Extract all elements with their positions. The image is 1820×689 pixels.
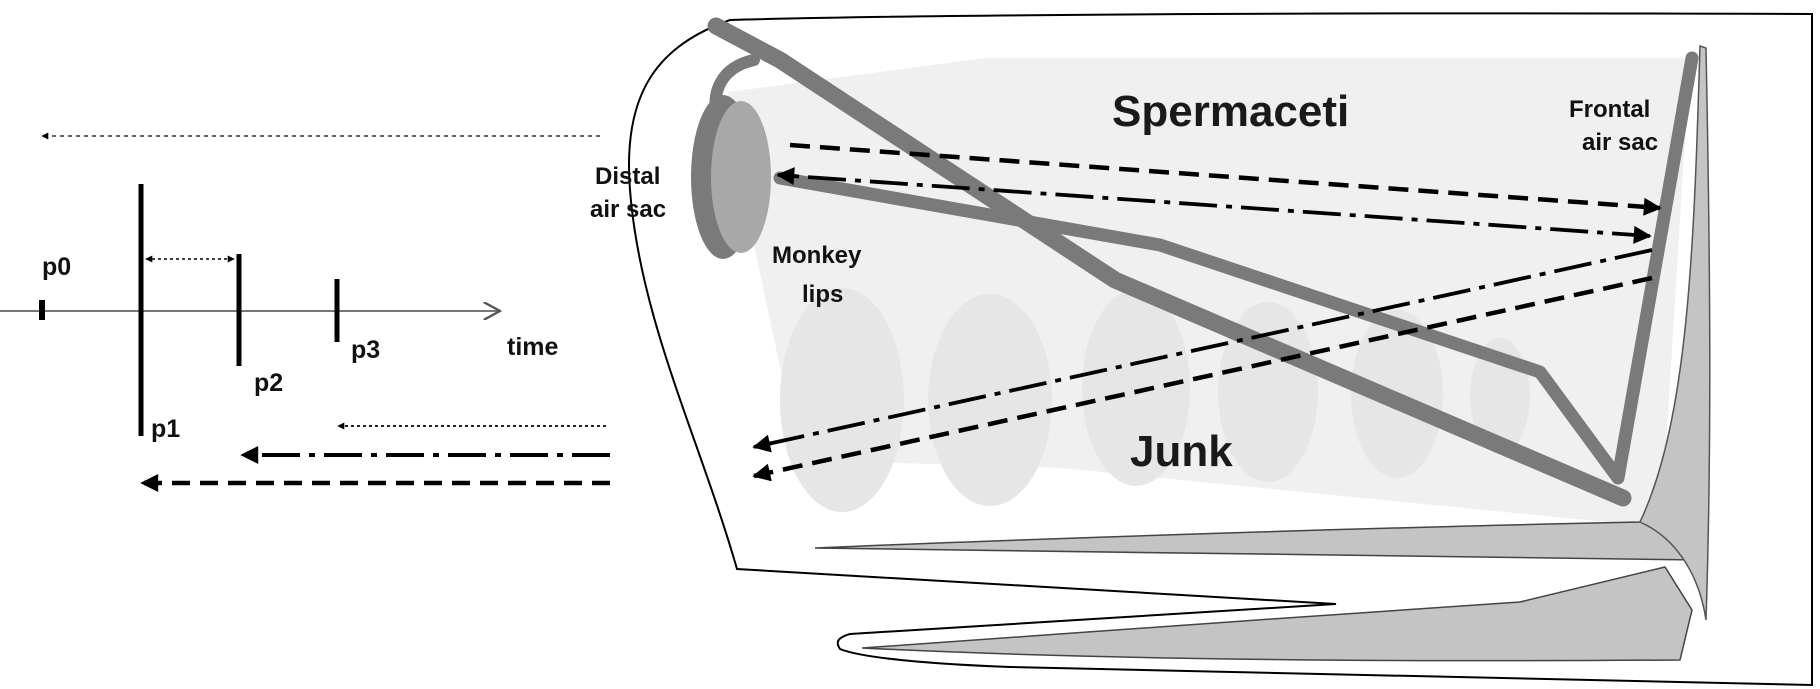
- frontal-air-sac-label-line1: Frontal: [1569, 96, 1650, 123]
- frontal-air-sac-wall: [1638, 44, 1711, 621]
- pulse-p0-label: p0: [42, 253, 71, 281]
- distal-air-sac-label-line2: air sac: [590, 196, 666, 223]
- sound-paths: [752, 142, 1662, 482]
- distal-air-sac-label-line1: Distal: [595, 163, 660, 190]
- junk-lens: [928, 294, 1052, 506]
- whale-head: Spermaceti Junk Distal air sac Frontal a…: [590, 12, 1813, 687]
- distal-air-sac-and-lips: [691, 95, 771, 259]
- dashdot-path-out: [752, 248, 1653, 453]
- pulse-p2-label: p2: [254, 369, 283, 397]
- junk-lens: [1218, 302, 1318, 482]
- dashdot-path-back: [776, 167, 1652, 244]
- junk-lens: [1082, 290, 1190, 486]
- monkey-lips-label-line2: lips: [802, 281, 843, 308]
- spermaceti-label: Spermaceti: [1112, 87, 1349, 136]
- time-axis-label: time: [507, 333, 559, 361]
- junk-lenses: [780, 288, 1530, 512]
- pulse-p3-label: p3: [351, 336, 380, 364]
- dashed-path-out: [752, 275, 1653, 482]
- monkey-lips-label-line1: Monkey: [772, 242, 862, 269]
- monkey-lips: [711, 101, 771, 253]
- lower-jaw-bone: [861, 566, 1693, 662]
- head-labels: Spermaceti Junk Distal air sac Frontal a…: [590, 87, 1658, 476]
- frontal-air-sac-label-line2: air sac: [1582, 129, 1658, 156]
- junk-label: Junk: [1130, 427, 1233, 476]
- pulse-p1-label: p1: [151, 415, 180, 443]
- junk-lens: [780, 288, 904, 512]
- pulse-timeline: time p0 p1 p2 p3: [0, 132, 610, 492]
